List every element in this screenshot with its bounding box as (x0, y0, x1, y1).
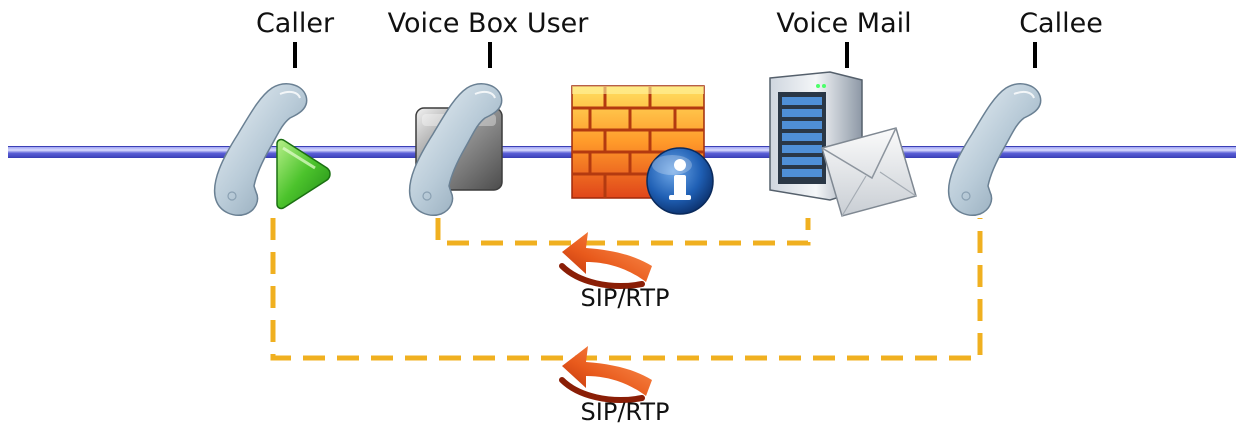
voice-box-user-icon (408, 83, 503, 216)
voice-box-user-label: Voice Box User (387, 8, 589, 39)
firewall-icon (571, 85, 705, 199)
callee-phone-icon (947, 83, 1042, 216)
caller-phone-icon (213, 83, 308, 216)
upper-return-arrow-icon (559, 232, 652, 289)
dashed-connections (270, 218, 983, 361)
upper-connection-label: SIP/RTP (580, 284, 670, 312)
lower-return-arrow-icon (559, 346, 652, 403)
info-icon (646, 147, 714, 215)
envelope-icon (821, 127, 917, 217)
caller-label: Caller (255, 8, 335, 39)
callee-label: Callee (1019, 8, 1103, 39)
play-icon (276, 138, 331, 210)
lower-connection-label: SIP/RTP (580, 398, 670, 426)
connection-voicebox-voicemail (435, 218, 811, 246)
connection-caller-callee (270, 218, 983, 361)
label-ticks (293, 42, 1037, 68)
voice-mail-label: Voice Mail (776, 8, 912, 39)
